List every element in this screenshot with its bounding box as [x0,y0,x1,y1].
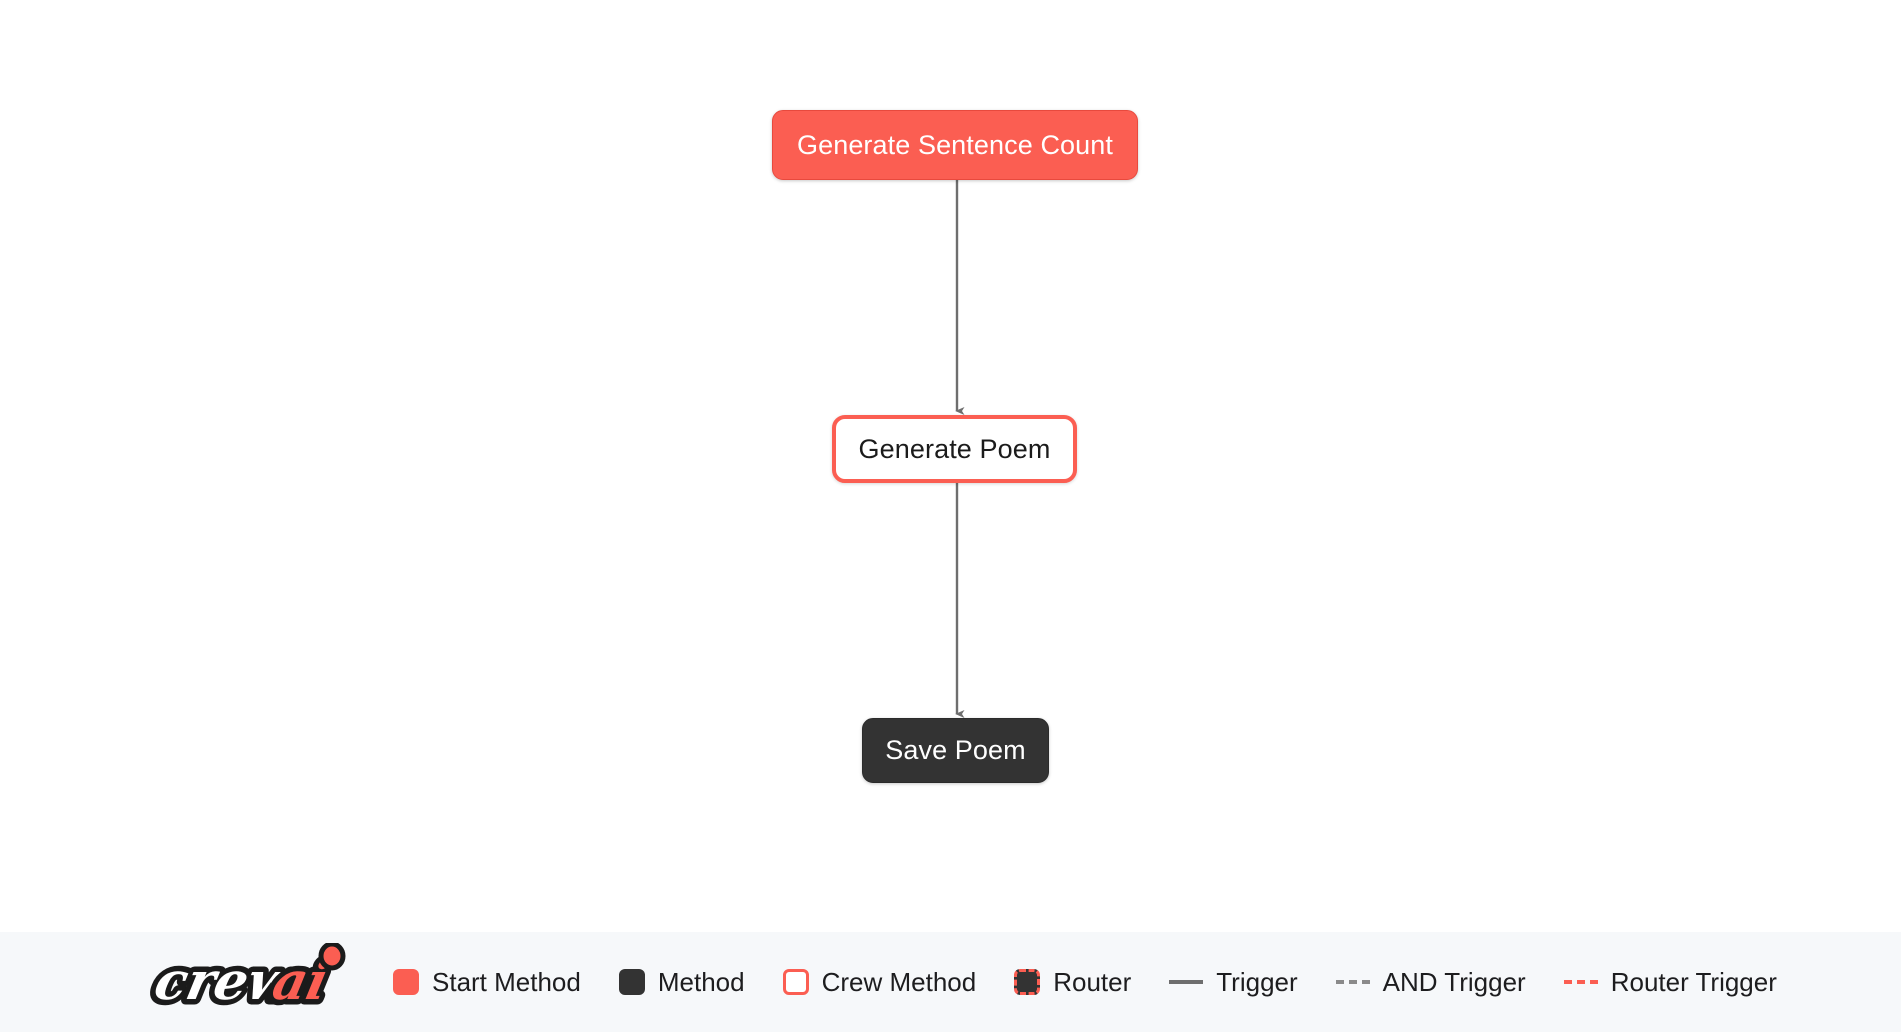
legend-item-start-method: Start Method [393,969,581,995]
legend-item-method: Method [618,967,745,997]
legend-label: Trigger [1216,967,1298,997]
legend-label: AND Trigger [1382,967,1526,997]
router-trigger-line-icon [1563,980,1598,984]
trigger-line-icon [1169,980,1204,984]
legend-item-trigger: Trigger [1169,967,1298,997]
node-generate-poem[interactable]: Generate Poem [832,415,1077,483]
start-method-swatch-icon [393,969,419,995]
router-swatch-icon [1014,969,1041,995]
flow-canvas[interactable]: Generate Sentence Count Generate Poem Sa… [0,0,1901,932]
logo-dot-icon [318,943,346,971]
node-label: Save Poem [885,735,1026,765]
legend-item-crew-method: Crew Method [782,967,977,997]
node-save-poem[interactable]: Save Poem [862,718,1049,783]
legend-label: Crew Method [821,967,977,997]
legend-item-router-trigger: Router Trigger [1563,967,1777,997]
crew-method-swatch-icon [782,969,809,995]
legend-bar: crew crew ai ai Start Method Method Crew… [0,932,1901,1032]
logo-word-crew-outline: crew [149,952,300,1012]
node-label: Generate Poem [858,433,1051,464]
legend-label: Method [657,967,745,997]
logo-word-crew: crew [149,952,300,1012]
and-trigger-line-icon [1335,980,1370,984]
legend-items: Start Method Method Crew Method Router T… [393,969,1777,995]
legend-label: Router [1053,967,1132,997]
node-generate-sentence-count[interactable]: Generate Sentence Count [772,110,1138,180]
legend-item-and-trigger: AND Trigger [1335,967,1526,997]
method-swatch-icon [618,969,645,995]
legend-label: Router Trigger [1610,967,1777,997]
crewai-logo: crew crew ai ai [144,943,346,1017]
node-label: Generate Sentence Count [796,129,1114,160]
legend-item-router: Router [1014,969,1131,995]
legend-label: Start Method [432,967,581,997]
